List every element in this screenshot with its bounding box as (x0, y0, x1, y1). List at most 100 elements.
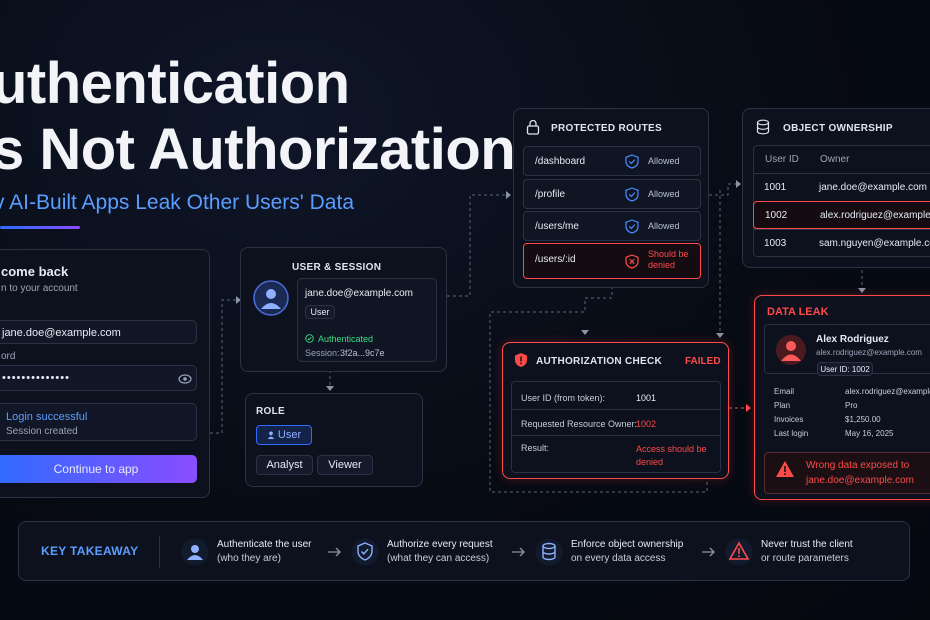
takeaway-line1: Enforce object ownership (571, 539, 684, 550)
ownership-user-id: 1003 (764, 238, 787, 249)
ownership-row[interactable]: 1003 sam.nguyen@example.com (753, 229, 930, 257)
leak-field-label: Plan (774, 401, 791, 410)
leak-field-value: May 16, 2025 (845, 429, 894, 438)
login-panel: come back n to your account jane.doe@exa… (0, 249, 210, 498)
authz-user-id-label: User ID (from token): (521, 393, 606, 403)
user-session-header: USER & SESSION (292, 262, 382, 273)
leak-name: Alex Rodriguez (816, 334, 889, 345)
session-status: Authenticated (318, 334, 374, 344)
subtitle-underline (0, 226, 80, 229)
route-row: /users/me Allowed (523, 211, 701, 241)
authz-details (511, 381, 721, 473)
ownership-owner: sam.nguyen@example.com (819, 238, 930, 249)
role-panel: ROLE User Analyst Viewer (245, 393, 423, 487)
takeaway-line1: Authorize every request (387, 539, 493, 550)
user-icon (267, 431, 275, 439)
headline-subtitle: v AI-Built Apps Leak Other Users' Data (0, 191, 355, 214)
session-email: jane.doe@example.com (305, 288, 413, 299)
password-label: ord (1, 351, 16, 362)
takeaway-line2: (what they can access) (387, 553, 490, 564)
leak-warning-line1: Wrong data exposed to (806, 460, 910, 471)
leak-user-id: User ID: 1002 (817, 362, 873, 376)
takeaway-line2: or route parameters (761, 553, 849, 564)
arrow-right-icon (702, 547, 715, 557)
login-success-box: Login successful Session created (0, 403, 197, 441)
session-role-chip: User (305, 305, 335, 319)
route-status: Should be denied (648, 249, 689, 270)
role-option-viewer[interactable]: Viewer (317, 455, 373, 475)
warning-icon (725, 538, 753, 566)
role-option-user[interactable]: User (256, 425, 312, 445)
leak-field-label: Invoices (774, 415, 804, 424)
ownership-header: OBJECT OWNERSHIP (783, 123, 893, 134)
password-field[interactable]: •••••••••••••• (0, 365, 197, 391)
authz-header: AUTHORIZATION CHECK (536, 356, 663, 367)
login-subtitle: n to your account (1, 283, 78, 294)
ownership-user-id: 1002 (765, 210, 788, 221)
login-success-title: Login successful (6, 411, 88, 423)
role-option-analyst[interactable]: Analyst (256, 455, 313, 475)
col-user-id: User ID (765, 154, 799, 165)
route-row: /dashboard Allowed (523, 146, 701, 176)
database-icon (535, 538, 563, 566)
divider (511, 409, 721, 410)
email-value: jane.doe@example.com (2, 327, 121, 339)
route-status: Allowed (648, 156, 680, 166)
session-details: jane.doe@example.com User Authenticated … (297, 278, 437, 362)
shield-check-icon (625, 187, 639, 202)
takeaway-line2: on every data access (571, 553, 666, 564)
shield-x-icon (625, 254, 639, 269)
key-takeaway-panel: KEY TAKEAWAY Authenticate the user(who t… (18, 521, 910, 581)
user-session-panel: USER & SESSION jane.doe@example.com User… (240, 247, 447, 372)
session-id: 3f2a...9c7e (340, 348, 385, 358)
leak-field-value: alex.rodriguez@example.com (845, 387, 930, 396)
authz-result: Access should be denied (636, 444, 707, 467)
route-row: /profile Allowed (523, 179, 701, 209)
takeaway-divider (159, 536, 160, 568)
session-label: Session: (305, 348, 340, 358)
role-option-user-label: User (277, 429, 302, 441)
data-leak-panel: DATA LEAK Alex Rodriguez alex.rodriguez@… (754, 295, 930, 500)
eye-icon[interactable] (178, 373, 192, 385)
takeaway-line1: Authenticate the user (217, 539, 312, 550)
authz-user-id: 1001 (636, 393, 657, 403)
password-mask: •••••••••••••• (2, 372, 70, 384)
user-icon (181, 538, 209, 566)
leak-field-label: Email (774, 387, 795, 396)
route-row: /users/:id Should be denied (523, 243, 701, 279)
authz-status: FAILED (685, 356, 721, 367)
continue-button[interactable]: Continue to app (0, 455, 197, 483)
ownership-owner: alex.rodriguez@example.com (820, 210, 930, 221)
continue-button-label: Continue to app (53, 462, 139, 476)
route-status: Allowed (648, 189, 680, 199)
authorization-check-panel: AUTHORIZATION CHECK FAILED User ID (from… (502, 342, 729, 479)
authz-owner-label: Requested Resource Owner: (521, 419, 638, 429)
route-path[interactable]: /dashboard (535, 156, 586, 167)
authz-result-label: Result: (521, 443, 550, 453)
email-field[interactable]: jane.doe@example.com (0, 320, 197, 344)
headline-line-2: s Not Authorization (0, 117, 516, 182)
leak-warning-line2: jane.doe@example.com (806, 475, 914, 486)
takeaway-line2: (who they are) (217, 553, 281, 564)
login-title: come back (1, 264, 69, 279)
route-path[interactable]: /users/:id (535, 254, 576, 265)
avatar (253, 280, 289, 316)
route-path[interactable]: /users/me (535, 221, 579, 232)
leak-field-label: Last login (774, 429, 809, 438)
leak-field-value: $1,250.00 (845, 415, 881, 424)
takeaway-line1: Never trust the client (761, 539, 853, 550)
leak-header: DATA LEAK (767, 306, 829, 318)
leak-avatar (776, 335, 806, 365)
route-path[interactable]: /profile (535, 189, 566, 200)
headline-line-1: uthentication (0, 51, 350, 116)
arrow-right-icon (512, 547, 525, 557)
role-header: ROLE (256, 406, 285, 417)
route-status: Allowed (648, 221, 680, 231)
col-owner: Owner (820, 154, 850, 165)
database-icon (756, 119, 770, 135)
routes-header: PROTECTED ROUTES (551, 123, 662, 134)
ownership-row[interactable]: 1002 alex.rodriguez@example.com (753, 201, 930, 229)
